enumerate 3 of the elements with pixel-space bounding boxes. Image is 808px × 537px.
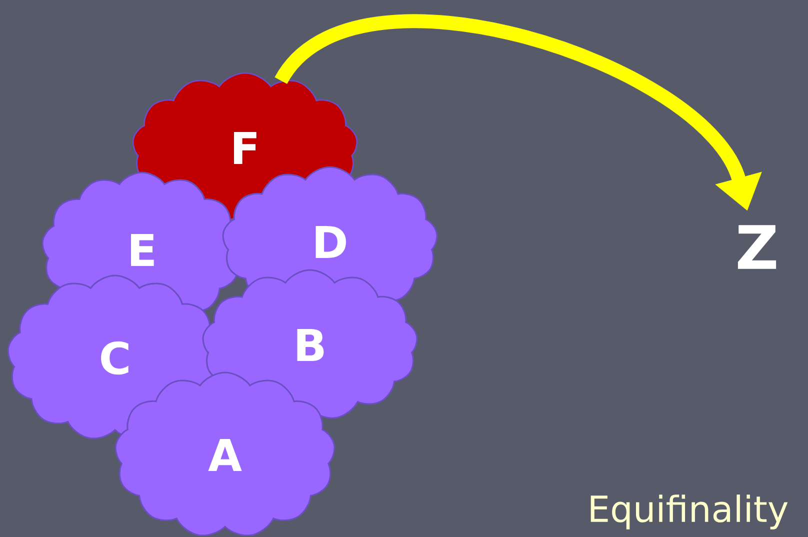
caption-text: Equifinality [590,494,788,530]
letter-label: Z [738,225,776,269]
node-label: A [208,438,242,472]
